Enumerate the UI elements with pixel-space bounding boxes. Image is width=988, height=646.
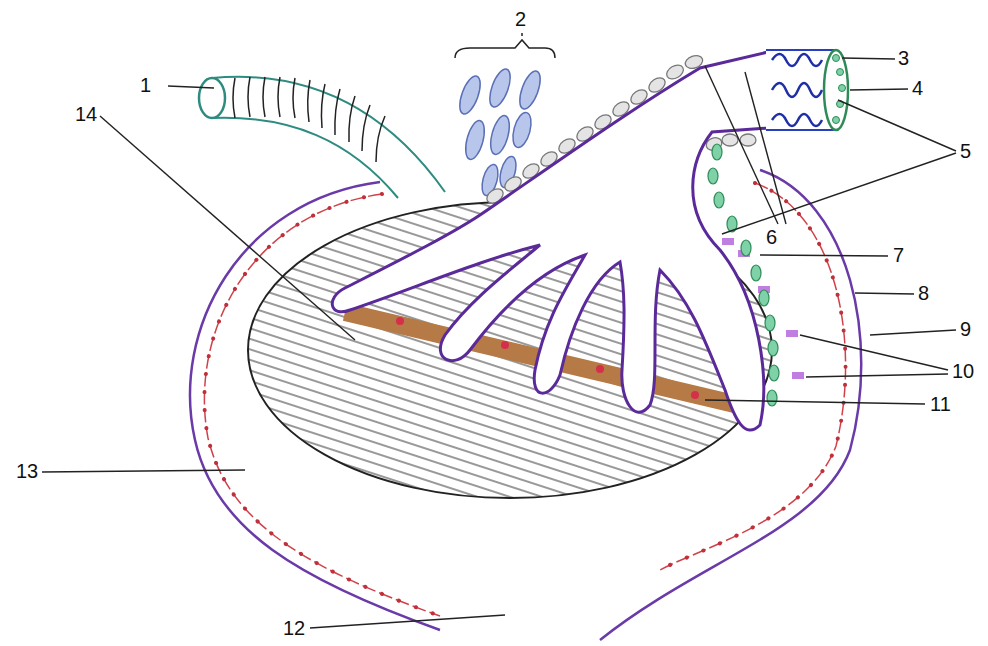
- callout-number: 14: [75, 103, 97, 126]
- green-cells: [708, 144, 779, 406]
- callout-number: 8: [918, 282, 929, 305]
- gland: [332, 52, 768, 430]
- tube: [199, 77, 445, 198]
- callout-number: 3: [898, 47, 909, 70]
- blue-cells: [456, 66, 545, 197]
- callout-number: 6: [766, 226, 777, 249]
- callout-number: 5: [960, 140, 971, 163]
- callout-number: 7: [893, 244, 904, 267]
- duct: [766, 50, 848, 130]
- callout-number: 9: [960, 318, 971, 341]
- callout-number: 11: [930, 393, 951, 416]
- callout-number: 12: [283, 617, 305, 640]
- callout-number: 4: [912, 77, 923, 100]
- callout-number: 2: [515, 8, 526, 31]
- leader-lines: [42, 58, 956, 628]
- callout-number: 10: [952, 360, 974, 383]
- leader-line: [521, 33, 523, 36]
- bracket: [455, 40, 555, 58]
- callout-number: 13: [16, 460, 38, 483]
- callout-number: 1: [140, 74, 151, 97]
